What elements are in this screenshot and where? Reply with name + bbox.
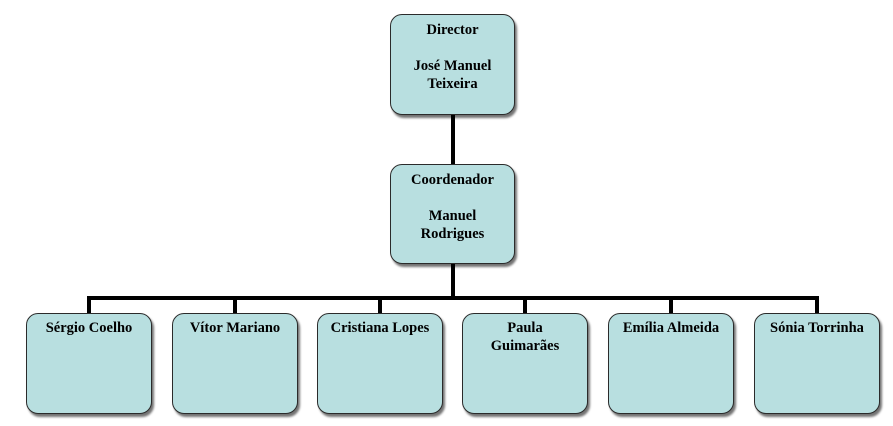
- staff-box-vitor-mariano: Vítor Mariano: [172, 313, 298, 414]
- staff-box-sergio-coelho: Sérgio Coelho: [26, 313, 152, 414]
- staff-box-cristiana-lopes: Cristiana Lopes: [317, 313, 443, 414]
- staff-name: Paula Guimarães: [490, 320, 560, 354]
- staff-box-paula-guimaraes: Paula Guimarães: [462, 313, 588, 414]
- director-box: Director José Manuel Teixeira: [390, 14, 515, 115]
- coordinator-name: Manuel Rodrigues: [420, 208, 485, 242]
- staff-name: Cristiana Lopes: [330, 320, 430, 336]
- coordinator-role: Coordenador: [411, 172, 494, 188]
- staff-name: Sónia Torrinha: [770, 320, 864, 336]
- director-role: Director: [426, 22, 479, 38]
- staff-name: Emília Almeida: [622, 320, 720, 336]
- staff-name: Sérgio Coelho: [45, 320, 133, 336]
- staff-box-sonia-torrinha: Sónia Torrinha: [754, 313, 880, 414]
- director-name: José Manuel Teixeira: [413, 58, 492, 92]
- staff-name: Vítor Mariano: [189, 320, 281, 336]
- coordinator-box: Coordenador Manuel Rodrigues: [390, 164, 515, 264]
- staff-box-emilia-almeida: Emília Almeida: [608, 313, 734, 414]
